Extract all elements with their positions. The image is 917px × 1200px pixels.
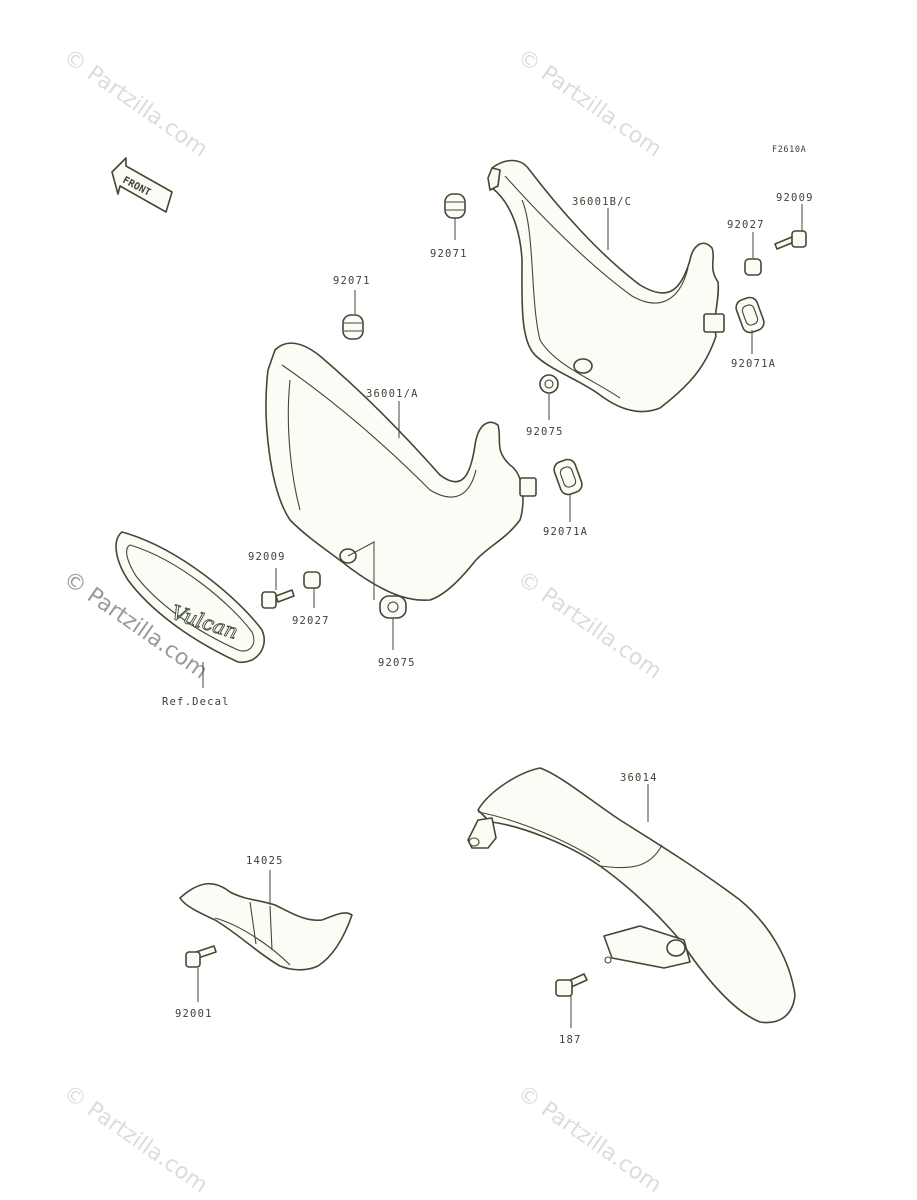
label-36001b-c: 36001B/C [572,196,632,208]
bolt-92001 [185,945,217,968]
watermark-top-right: © Partzilla.com [513,44,666,162]
label-ref-decal: Ref.Decal [162,696,230,708]
side-cover-left [265,342,537,601]
bolt-92009-left [261,589,295,609]
label-92071-mid: 92071 [333,275,371,287]
grommet-92075-mid [539,374,559,394]
label-92027-top: 92027 [727,219,765,231]
collar-92027-left [303,571,321,589]
label-92075-mid: 92075 [526,426,564,438]
watermark-top-left: © Partzilla.com [59,44,212,162]
label-92071-top: 92071 [430,248,468,260]
label-92071a-mid: 92071A [543,526,588,538]
bolt-187 [555,973,588,997]
label-36001-a: 36001/A [366,388,419,400]
label-14025: 14025 [246,855,284,867]
grommet-92071a-mid [553,458,583,496]
guard-14025 [179,882,353,971]
side-cover-right [487,159,725,413]
label-92009-top: 92009 [776,192,814,204]
label-92009-left: 92009 [248,551,286,563]
collar-92027-top [744,258,762,276]
label-92001: 92001 [175,1008,213,1020]
front-arrow-icon: FRONT [111,157,173,213]
label-36014: 36014 [620,772,658,784]
grommet-92071-top [444,193,466,219]
label-92075-low: 92075 [378,657,416,669]
label-92027-left: 92027 [292,615,330,627]
watermark-bottom-right: © Partzilla.com [513,1080,666,1198]
grommet-92075-low [379,595,407,619]
label-92071a-top: 92071A [731,358,776,370]
leader-lines [197,204,803,1028]
label-187: 187 [559,1034,582,1046]
bolt-92009-top [774,230,807,250]
diagram-code: F2610A [772,145,806,155]
watermark-bottom-left: © Partzilla.com [59,1080,212,1198]
vulcan-decal: Vulcan [115,531,265,664]
grommet-92071a-top [735,296,765,334]
chain-cover [467,767,796,1024]
watermark-mid-right: © Partzilla.com [513,566,666,684]
grommet-92071-mid [342,314,364,340]
